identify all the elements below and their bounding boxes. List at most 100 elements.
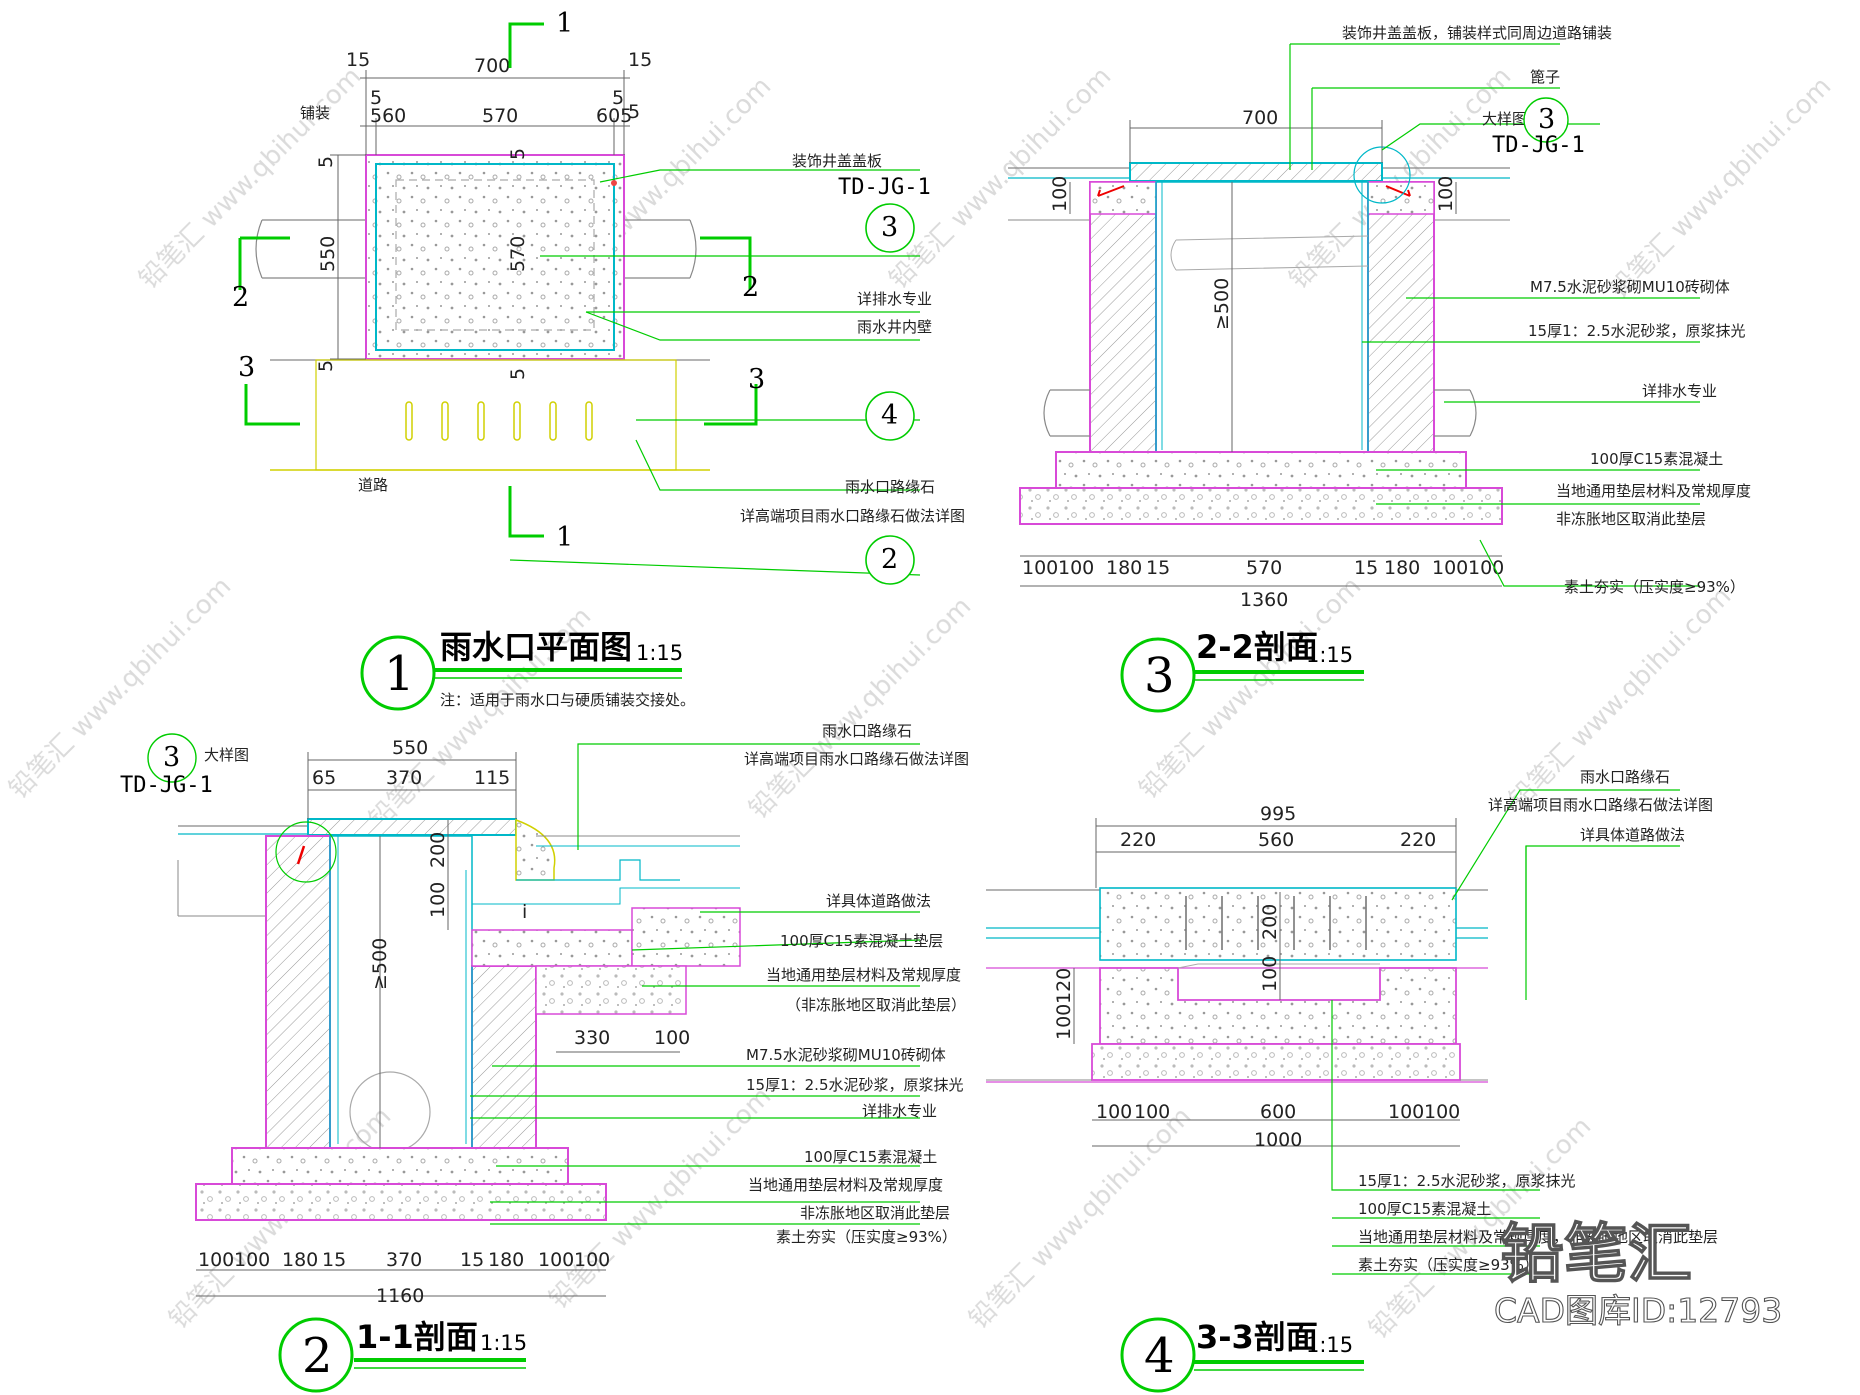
dim-plan-700: 700 [474,55,510,77]
title-number-circle [360,635,436,711]
dim-plan-560: 560 [370,105,406,127]
cut-3-right: 3 [748,364,765,395]
label-33-plaster: 15厚1：2.5水泥砂浆，原浆抹光 [1358,1172,1576,1190]
dim-11-bottom: 100 100 180 15 370 15 180 100 100 [198,1249,610,1271]
label-11-detail-ref: TD-JG-1 [120,773,213,798]
label-22-base: 当地通用垫层材料及常规厚度 [1556,482,1751,500]
curb-stone [1099,887,1457,961]
dim-33-120: 120 [1053,968,1075,1004]
label-11-plaster: 15厚1：2.5水泥砂浆，原浆抹光 [746,1076,964,1094]
callout-2: 2 [881,544,898,575]
brick-wall-right [1367,181,1435,453]
dim-plan-570: 570 [482,105,518,127]
label-11-frost2: 非冻胀地区取消此垫层 [800,1204,950,1222]
label-33-soil: 素土夯实（压实度≥93%） [1358,1256,1539,1274]
dim-plan-v5d: 5 [507,368,529,380]
sec33-title: 3-3剖面 [1196,1318,1318,1356]
label-cover-ref: TD-JG-1 [838,175,931,200]
brand-name: 铅笔汇 [1500,1218,1692,1292]
outlet-pipe [349,1071,431,1153]
dim-plan-550: 550 [317,236,339,272]
cut-2-right: 2 [742,272,759,303]
pipe-right [622,219,697,279]
label-11-base2: 当地通用垫层材料及常规厚度 [748,1176,943,1194]
callout-circle [865,203,915,253]
label-11-c15: 100厚C15素混凝土垫层 [780,932,943,950]
dim-plan-605: 605 [596,105,632,127]
brick-wall-left [265,835,331,1149]
curb-slots [1185,896,1367,950]
label-11-brick: M7.5水泥砂浆砌MU10砖砌体 [746,1046,946,1064]
label-curb: 雨水口路缘石 [845,478,935,496]
dim-33-100b: 100 [1053,1004,1075,1040]
dim-33-220a: 220 [1120,829,1156,851]
brick-wall-right [471,965,537,1149]
curb-stone [515,818,556,881]
dim-22-100a: 100 [1049,176,1071,212]
plan-scale: 1:15 [636,641,683,665]
cushion-layer [1019,487,1503,525]
dim-33-b1: 100 [1134,1101,1170,1123]
section-2-2: 700 100 100 ≥500 100 100 180 15 570 15 1… [1008,24,1751,713]
label-wall: 雨水井内壁 [857,318,932,336]
cut-1-bottom: 1 [556,522,573,553]
dim-22-b8: 100 [1468,557,1504,579]
dim-22-b4: 570 [1246,557,1282,579]
dim-11-b7: 100 [538,1249,574,1271]
dim-11-b8: 100 [574,1249,610,1271]
callout-3: 3 [881,212,898,243]
watermark-text: 铅笔汇 www.qbihui.com [744,591,977,824]
label-11-road: 详具体道路做法 [826,892,931,910]
label-22-soil: 素土夯实（压实度≥93%） [1564,578,1745,596]
dim-11-total: 1160 [376,1285,424,1307]
label-pave: 铺装 [300,104,330,122]
dim-11-65: 65 [312,767,336,789]
dim-33-560: 560 [1258,829,1294,851]
pipe-left [255,219,372,279]
sec22-title: 2-2剖面 [1196,628,1318,666]
label-11-curb-ref: 详高端项目雨水口路缘石做法详图 [744,750,969,768]
dim-22-b2: 180 [1106,557,1142,579]
callout-4: 4 [881,400,898,431]
brand-id: CAD图库ID:12793 [1494,1291,1782,1330]
callout-circle [865,535,915,585]
cushion-layer [1091,1043,1461,1081]
label-22-detail-ref: TD-JG-1 [1492,133,1585,158]
watermark-text: 铅笔汇 www.qbihui.com [4,571,237,804]
dim-11-b3: 15 [322,1249,346,1271]
dim-33-100: 100 [1259,956,1281,992]
dim-33-b3: 100 [1388,1101,1424,1123]
dim-22-b0: 100 [1022,557,1058,579]
dim-plan-v5c: 5 [507,148,529,160]
label-33-base: 当地通用垫层材料及常规厚度，非冻胀地区取消此垫层 [1358,1228,1718,1246]
dim-22-100b: 100 [1435,176,1457,212]
dim-22-500: ≥500 [1211,278,1233,330]
cover-slab [307,818,517,836]
label-22-c15: 100厚C15素混凝土 [1590,450,1723,468]
label-drain: 详排水专业 [857,290,932,308]
dim-22-b7: 100 [1432,557,1468,579]
dim-33-bottom: 100 100 600 100 100 [1096,1101,1460,1123]
section-3-3: 995 220 560 220 200 100 120 100 100 100 … [986,768,1718,1393]
sec11-number: 2 [302,1328,333,1384]
section-cut-markers [238,22,758,538]
curb-slots [405,401,593,441]
curb-stone [315,359,677,471]
dim-11-550: 550 [392,737,428,759]
plan-dimensions [330,70,630,360]
dim-11-b2: 180 [282,1249,318,1271]
label-22-detail: 大样图 [1482,110,1527,128]
dim-11-500: ≥500 [369,938,391,990]
dim-plan-5a: 5 [370,87,382,109]
label-22-plaster: 15厚1：2.5水泥砂浆，原浆抹光 [1528,322,1746,340]
dim-22-total: 1360 [1240,589,1288,611]
dim-22-b5: 15 [1354,557,1378,579]
label-11-slope: i [522,901,527,923]
sec11-title: 1-1剖面 [356,1318,478,1356]
sec22-number: 3 [1144,648,1175,704]
dim-22-b1: 100 [1058,557,1094,579]
dim-plan-15b: 15 [628,49,652,71]
dim-plan-5b: 5 [612,87,624,109]
grate-frame [365,154,625,360]
label-22-frost: 非冻胀地区取消此垫层 [1556,510,1706,528]
